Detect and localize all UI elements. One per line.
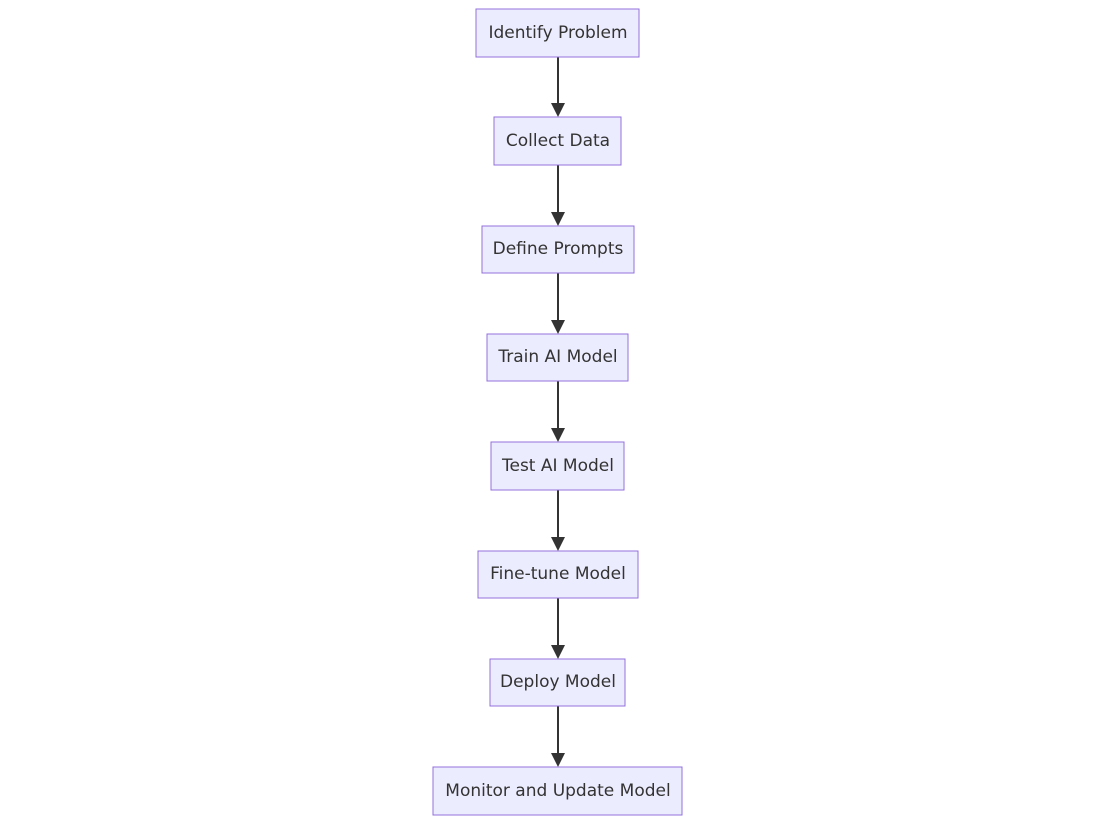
node-label: Define Prompts bbox=[493, 239, 624, 259]
arrowhead-icon bbox=[551, 320, 565, 334]
arrowhead-icon bbox=[551, 103, 565, 117]
arrowhead-icon bbox=[551, 753, 565, 767]
node-label: Deploy Model bbox=[500, 672, 616, 692]
node-define-prompts: Define Prompts bbox=[481, 225, 635, 274]
node-test-ai-model: Test AI Model bbox=[490, 441, 625, 491]
node-label: Collect Data bbox=[506, 131, 610, 151]
node-train-ai-model: Train AI Model bbox=[486, 333, 629, 382]
edge-define-to-train bbox=[551, 273, 565, 334]
node-label: Test AI Model bbox=[501, 456, 614, 476]
node-label: Monitor and Update Model bbox=[445, 781, 670, 801]
arrowhead-icon bbox=[551, 212, 565, 226]
arrowhead-icon bbox=[551, 537, 565, 551]
node-monitor-and-update-model: Monitor and Update Model bbox=[432, 766, 683, 816]
node-label: Train AI Model bbox=[497, 347, 617, 367]
edge-collect-to-define bbox=[551, 165, 565, 226]
edge-deploy-to-monitor bbox=[551, 706, 565, 767]
node-fine-tune-model: Fine-tune Model bbox=[477, 550, 639, 599]
edge-finetune-to-deploy bbox=[551, 598, 565, 659]
node-label: Identify Problem bbox=[488, 23, 627, 43]
arrowhead-icon bbox=[551, 428, 565, 442]
arrowhead-icon bbox=[551, 645, 565, 659]
node-collect-data: Collect Data bbox=[493, 116, 622, 166]
node-label: Fine-tune Model bbox=[490, 564, 626, 584]
edge-identify-to-collect bbox=[551, 57, 565, 117]
edge-train-to-test bbox=[551, 381, 565, 442]
node-identify-problem: Identify Problem bbox=[475, 8, 640, 58]
edge-test-to-finetune bbox=[551, 490, 565, 551]
node-deploy-model: Deploy Model bbox=[489, 658, 626, 707]
